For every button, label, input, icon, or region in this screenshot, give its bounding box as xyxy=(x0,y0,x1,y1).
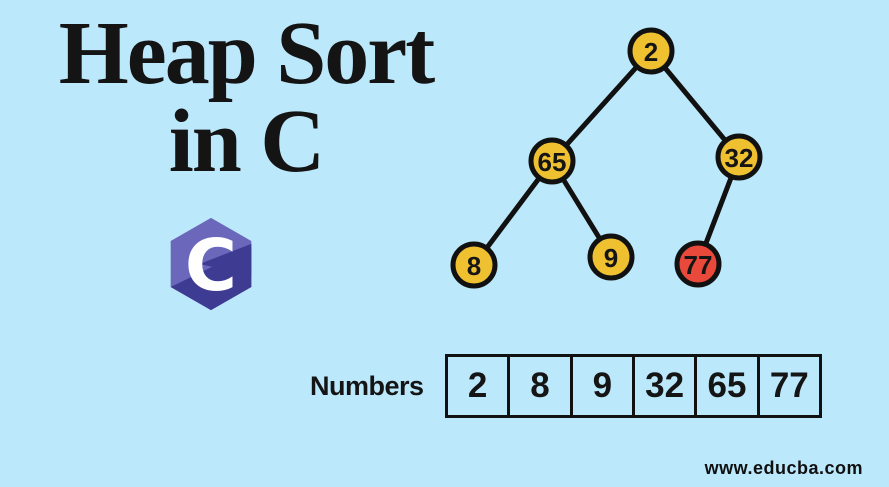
tree-node-value: 9 xyxy=(604,243,618,273)
tree-node: 9 xyxy=(587,233,635,281)
array-cell: 2 xyxy=(467,366,488,405)
title-line-1: Heap Sort xyxy=(58,4,435,103)
title-line-2: in C xyxy=(168,92,326,191)
array-cell: 65 xyxy=(694,357,756,415)
tree-node-value: 8 xyxy=(467,251,481,281)
c-language-logo-icon: C xyxy=(170,217,252,311)
tree-node: 8 xyxy=(450,241,498,289)
tree-node-value: 77 xyxy=(684,250,713,280)
tree-node-value: 2 xyxy=(644,37,658,67)
tree-node-root: 2 xyxy=(627,27,675,75)
tree-node-highlighted: 77 xyxy=(674,240,722,288)
array-cell: 77 xyxy=(756,357,819,415)
numbers-array: 2 8 9 32 65 77 xyxy=(445,354,822,418)
page-title: Heap Sort in C xyxy=(0,4,492,191)
website-watermark: www.educba.com xyxy=(704,458,863,478)
array-cell: 9 xyxy=(569,357,632,415)
tree-edge-2-65 xyxy=(549,48,654,164)
tree-node: 32 xyxy=(715,133,763,181)
logo-letter: C xyxy=(185,224,237,307)
array-cell: 8 xyxy=(507,357,569,415)
array-cell: 32 xyxy=(631,357,694,415)
tree-node-value: 32 xyxy=(725,143,754,173)
numbers-label: Numbers xyxy=(310,371,424,401)
logo-hexagon-wedge xyxy=(199,243,252,276)
tree-node: 65 xyxy=(528,137,576,185)
tree-node-value: 65 xyxy=(538,147,567,177)
heap-tree-diagram: 2 65 32 8 9 77 xyxy=(450,27,763,289)
